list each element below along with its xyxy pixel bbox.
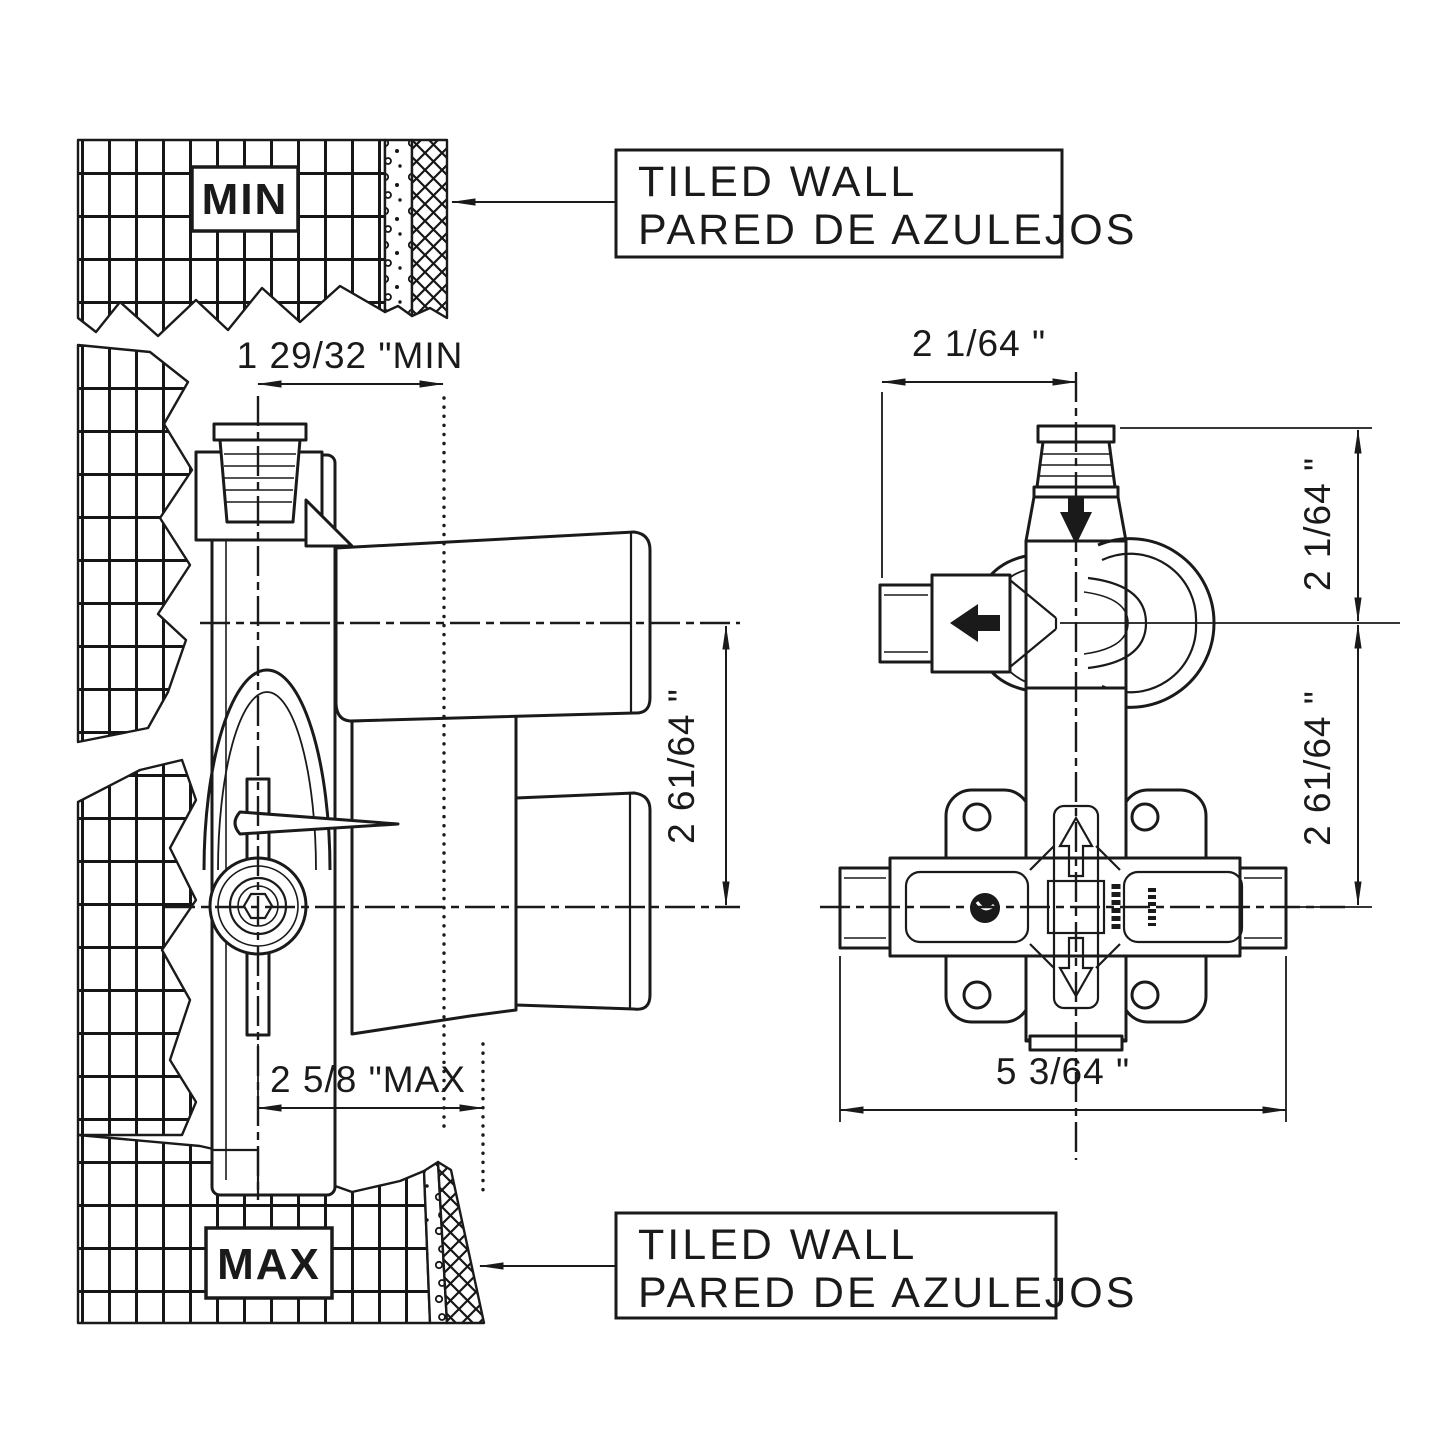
dimension-front-upper-height: 2 1/64 " [1120,427,1372,622]
callout-line: TILED WALL [638,1221,917,1269]
dimension-text: 5 3/64 " [996,1051,1130,1092]
mounting-hole [962,802,992,832]
flow-arrow-down-icon [1060,496,1092,545]
dimension-text: 2 1/64 " [1297,457,1338,591]
dimension-side-min-depth: 1 29/32 "MIN [237,335,464,388]
callout-line: PARED DE AZULEJOS [638,1269,1137,1317]
mortar-layer-top [383,138,414,318]
tile-layer-top [410,138,449,320]
tile-layer-bottom [436,1160,486,1325]
dimension-front-top-width: 2 1/64 " [881,323,1077,578]
left-port-stub [878,583,934,664]
callout-box-bottom: TILED WALL PARED DE AZULEJOS [479,1211,1137,1320]
dimension-text: 1 29/32 "MIN [237,335,464,376]
mounting-hole [1130,802,1160,832]
dimension-text: 2 1/64 " [912,323,1046,364]
callout-line: TILED WALL [638,158,917,206]
min-label-box: MIN [190,165,300,233]
dimension-side-max-depth: 2 5/8 "MAX [257,1044,484,1120]
top-port-side [218,438,302,524]
wall-section-strip [76,343,198,1137]
top-port-cap-side [212,422,308,442]
lever-pointer [233,810,400,836]
dimension-text: 2 61/64 " [1297,690,1338,846]
dimension-text: 2 61/64 " [661,688,702,844]
callout-line: PARED DE AZULEJOS [638,206,1137,254]
wall-section-upper [76,138,449,338]
body-mid-section [350,712,518,1036]
dimension-text: 2 5/8 "MAX [270,1059,466,1100]
dimension-side-port-offset: 2 61/64 " [661,625,730,906]
lower-cylinder [514,791,652,1011]
max-label: MAX [217,1240,321,1289]
flow-arrow-left-icon [950,604,1000,642]
mounting-hole [1130,980,1160,1010]
min-label: MIN [202,175,289,224]
callout-box-top: TILED WALL PARED DE AZULEJOS [451,148,1137,259]
max-label-box: MAX [204,1226,334,1300]
mounting-hole [962,980,992,1010]
cartridge-housing [334,530,652,723]
valve-boss-arc [202,668,332,871]
dimension-front-total-width: 5 3/64 " [839,956,1287,1122]
dimension-front-lower-height: 2 61/64 " [1292,624,1372,908]
